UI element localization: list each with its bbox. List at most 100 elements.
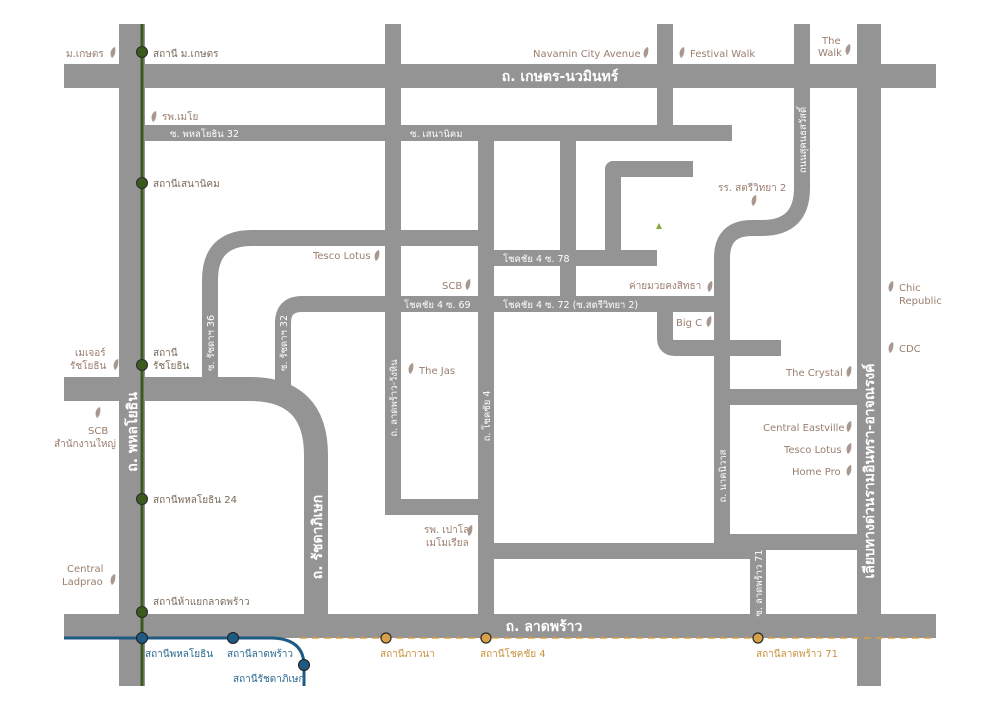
pin-icon xyxy=(846,421,852,432)
station-kaset: สถานี ม.เกษตร xyxy=(153,48,219,60)
poi-boxing-camp: ค่ายมวยคงสิทธา xyxy=(629,281,701,292)
blue-station-dot xyxy=(227,632,239,644)
orange-station-dot xyxy=(480,632,492,644)
green-station-dot xyxy=(136,359,148,371)
pin-icon xyxy=(706,316,712,327)
road-ladprao xyxy=(64,614,936,638)
road-label-senanikhom: ซ. เสนานิคม xyxy=(410,129,462,140)
poi-chic: Chic xyxy=(899,283,921,294)
road-ratchada36 xyxy=(202,230,487,380)
pin-icon xyxy=(110,47,116,58)
road-navamin-link xyxy=(657,24,673,141)
road-label-ladprao-wanghin: ถ. ลาดพร้าว-วังหิน xyxy=(389,359,400,437)
blue-station-dot xyxy=(298,659,310,671)
poi-bigc: Big C xyxy=(676,318,702,329)
green-station-dot xyxy=(136,606,148,618)
poi-navamin-city: Navamin City Avenue xyxy=(533,49,641,60)
poi-mayo: รพ.เมโย xyxy=(162,110,198,123)
poi-the-jas: The Jas xyxy=(418,366,455,377)
road-wanghin-link xyxy=(385,499,488,515)
road-ladprao71 xyxy=(750,543,766,614)
road-ratchadaphisek xyxy=(64,377,328,626)
pin-icon xyxy=(95,407,101,418)
station-ratchada-mrt: สถานีรัชดาภิเษก xyxy=(233,673,305,685)
poi-scb-1: SCB xyxy=(442,281,462,292)
road-label-phahonyothin: ถ. พหลโยธิน xyxy=(123,392,141,472)
poi-the-walk-2: Walk xyxy=(818,48,842,59)
road-labels: ถ. เกษตร-นวมินทร์ ถ. ลาดพร้าว ถ. พหลโยธิ… xyxy=(123,68,878,635)
pin-icon xyxy=(846,366,852,377)
road-chokchai69 xyxy=(275,296,730,386)
road-inner-bracket xyxy=(605,161,693,258)
poi-home-pro: Home Pro xyxy=(792,467,841,478)
poi-tesco-2: Tesco Lotus xyxy=(783,445,842,456)
pin-icon xyxy=(888,342,894,353)
pin-icon xyxy=(845,44,851,55)
pin-icon xyxy=(643,47,649,58)
orange-station-dot xyxy=(752,632,764,644)
road-label-chokchai72: โชคชัย 4 ซ. 72 (ซ.สตรีวิทยา 2) xyxy=(503,299,638,311)
road-label-chokchai69: โชคชัย 4 ซ. 69 xyxy=(404,299,471,311)
road-label-ratchadaphisek: ถ. รัชดาภิเษก xyxy=(310,495,326,579)
road-label-phahon-soi32: ซ. พหลโยธิน 32 xyxy=(170,128,239,140)
pin-icon xyxy=(751,195,757,206)
station-ladprao71: สถานีลาดพร้าว 71 xyxy=(756,648,838,660)
road-label-ladprao71: ซ. ลาดพร้าว 71 xyxy=(754,550,765,617)
road-expressway xyxy=(857,24,881,686)
poi-paolo: รพ. เปาโล xyxy=(424,523,469,536)
pin-icon xyxy=(846,465,852,476)
location-marker-icon xyxy=(656,223,662,229)
road-network xyxy=(64,24,936,686)
road-chokchai4 xyxy=(478,141,494,638)
station-chokchai4: สถานีโชคชัย 4 xyxy=(480,647,546,660)
station-ha-yaek: สถานีห้าแยกลาดพร้าว xyxy=(153,596,250,608)
road-sukonthasawat xyxy=(714,24,810,545)
road-inner-1 xyxy=(560,141,576,304)
pin-icon xyxy=(707,281,713,292)
station-ratchayothin: สถานี xyxy=(153,347,178,359)
poi-central-ladprao-2: Ladprao xyxy=(62,577,103,588)
station-senanikhom: สถานีเสนานิคม xyxy=(153,178,220,190)
green-station-dot xyxy=(136,177,148,189)
road-kaset-nawamin xyxy=(64,64,936,88)
poi-kaset: ม.เกษตร xyxy=(66,49,104,60)
poi-major: เมเจอร์ xyxy=(75,347,106,359)
road-ladprao-wanghin xyxy=(385,24,401,515)
road-label-nak-niwat: ถ. นาคนิวาส xyxy=(718,449,729,502)
pin-icon xyxy=(110,574,116,585)
road-label-ratchada36: ซ. รัชดาฯ 36 xyxy=(206,315,217,371)
pin-icon xyxy=(679,47,685,58)
poi-satriwit: รร. สตรีวิทยา 2 xyxy=(718,182,786,194)
pin-icon xyxy=(465,279,471,290)
station-phahon24: สถานีพหลโยธิน 24 xyxy=(153,493,237,506)
pin-icon xyxy=(408,363,414,374)
green-station-dot xyxy=(136,493,148,505)
station-phahonyothin-mrt: สถานีพหลโยธิน xyxy=(145,647,213,660)
poi-central-ladprao: Central xyxy=(67,564,103,575)
poi-paolo-2: เมโมเรียล xyxy=(426,536,469,549)
station-ladprao-mrt: สถานีลาดพร้าว xyxy=(227,648,293,660)
pin-icon xyxy=(846,443,852,454)
green-station-dot xyxy=(136,46,148,58)
poi-layer: ม.เกษตร Navamin City Avenue Festival Wal… xyxy=(54,36,942,588)
poi-major-2: รัชโยธิน xyxy=(70,359,106,372)
pin-icon xyxy=(113,359,119,370)
road-label-chokchai78: โชคชัย 4 ซ. 78 xyxy=(503,253,570,265)
poi-the-walk: The xyxy=(821,36,841,47)
road-label-chokchai4: ถ. โชคชัย 4 xyxy=(481,391,493,442)
road-east-1 xyxy=(730,389,857,405)
poi-central-eastville: Central Eastville xyxy=(763,423,845,434)
poi-the-crystal: The Crystal xyxy=(785,368,843,379)
pin-icon xyxy=(888,281,894,292)
station-ratchayothin-2: รัชโยธิน xyxy=(153,359,189,372)
pin-icon xyxy=(374,250,380,261)
road-label-kaset-nawamin: ถ. เกษตร-นวมินทร์ xyxy=(502,68,619,85)
poi-festival-walk: Festival Walk xyxy=(690,49,755,60)
poi-tesco-1: Tesco Lotus xyxy=(312,251,371,262)
poi-scb-hq: SCB xyxy=(88,426,108,437)
pin-icon xyxy=(151,111,157,122)
blue-station-dot xyxy=(136,632,148,644)
road-south-link xyxy=(487,543,757,559)
station-phawana: สถานีภาวนา xyxy=(380,648,435,660)
